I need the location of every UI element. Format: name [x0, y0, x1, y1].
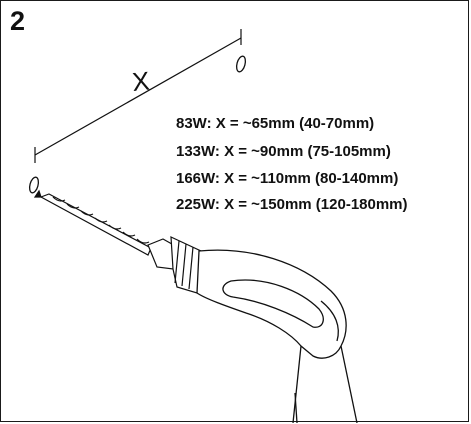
drill-body	[196, 249, 358, 423]
step-number: 2	[10, 6, 26, 36]
drill-chuck	[147, 236, 202, 294]
hole-right	[235, 55, 247, 73]
dimension-label: X	[131, 66, 151, 97]
spec-line-225w: 225W: X = ~150mm (120-180mm)	[176, 196, 408, 213]
drill-bit	[33, 189, 152, 256]
spec-line-83w: 83W: X = ~65mm (40-70mm)	[176, 115, 375, 132]
hole-left	[28, 176, 40, 194]
spec-line-133w: 133W: X = ~90mm (75-105mm)	[176, 143, 391, 160]
spec-line-166w: 166W: X = ~110mm (80-140mm)	[176, 170, 399, 187]
dimension-line	[34, 29, 242, 163]
